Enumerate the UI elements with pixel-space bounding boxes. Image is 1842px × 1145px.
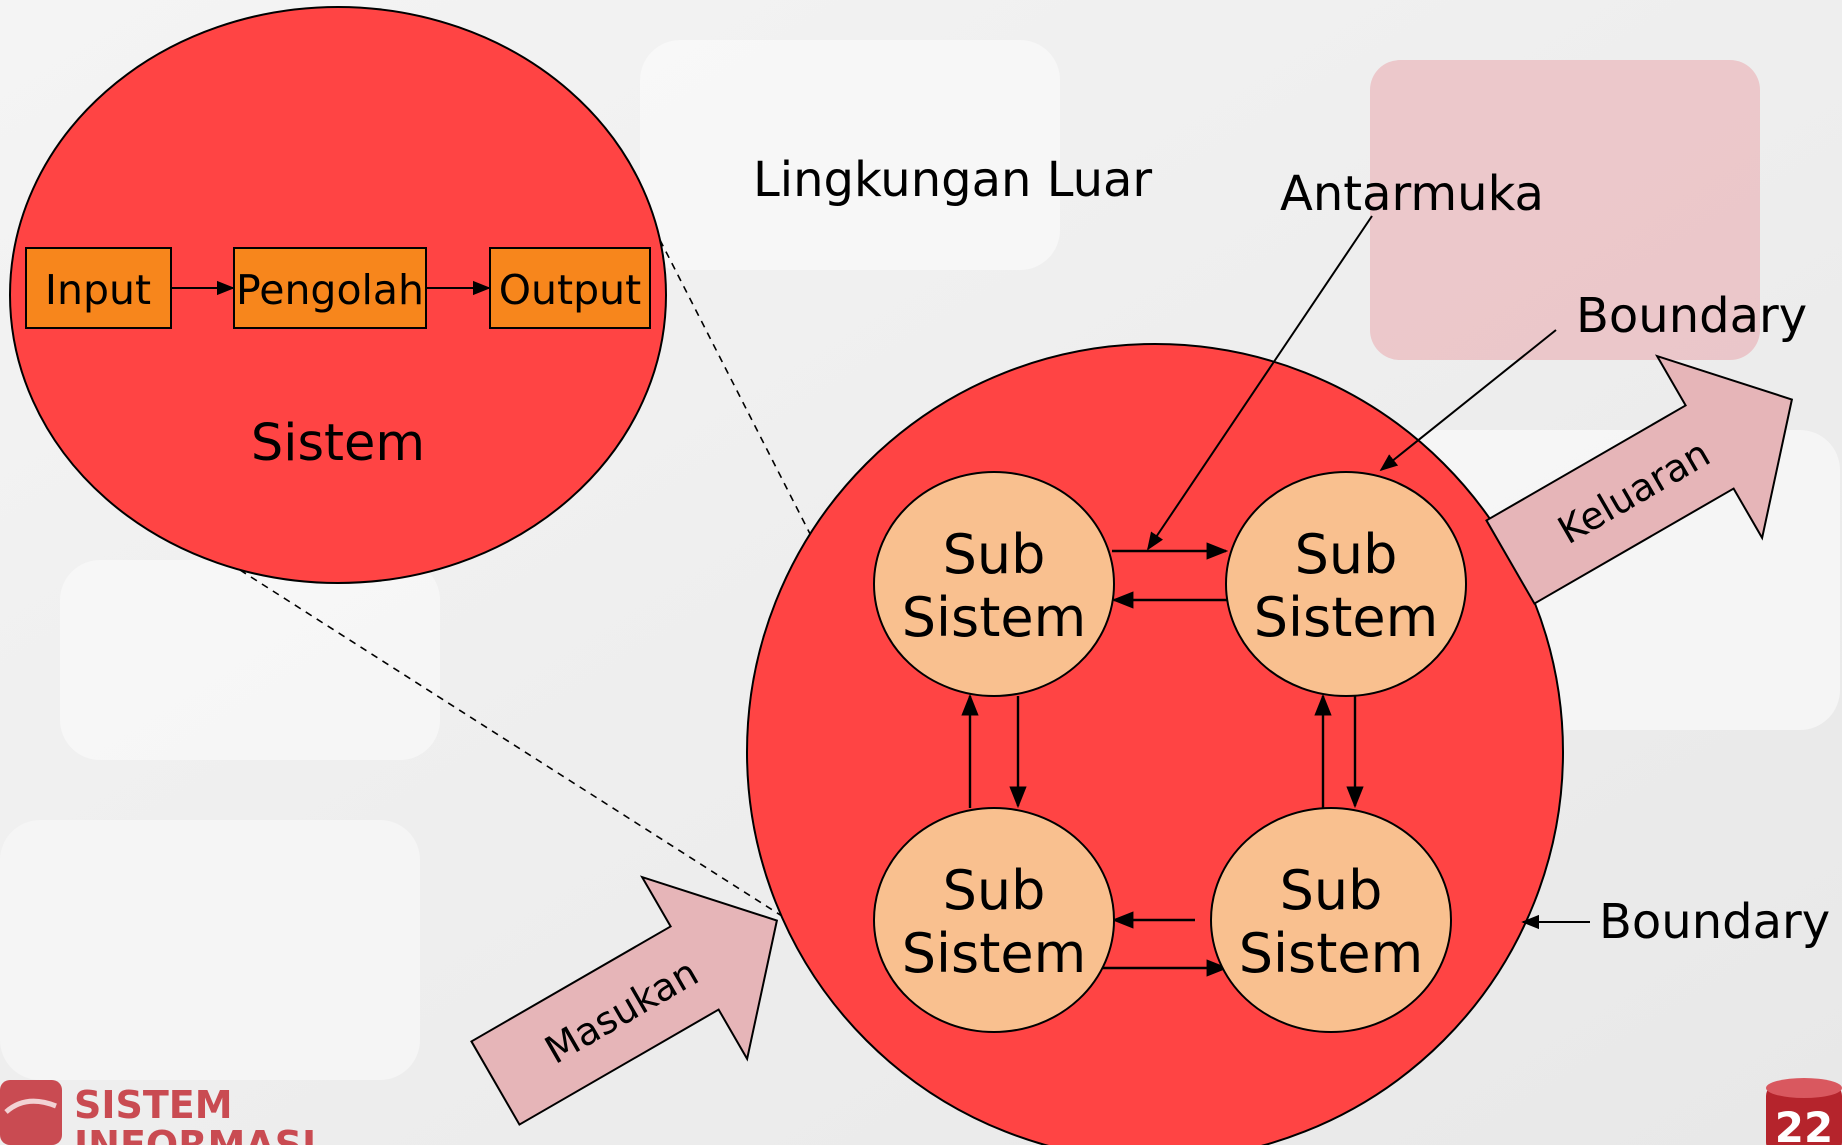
outer-environment-label: Lingkungan Luar — [753, 152, 1152, 208]
subsystem-label-line1: Sub — [943, 523, 1046, 586]
boundary-top-pointer-arrow — [1379, 329, 1557, 472]
system-boundary-circle — [746, 343, 1564, 1145]
subsystem-arrows — [961, 542, 1364, 977]
subsystem-label-line1: Sub — [1280, 859, 1383, 922]
output-label: Output — [499, 266, 641, 314]
logo-line2: INFORMASI — [74, 1123, 316, 1145]
logo-line1: SISTEM — [74, 1083, 233, 1127]
subsystem-label-line1: Sub — [1295, 523, 1398, 586]
subsystem-label-line2: Sistem — [902, 922, 1086, 985]
subsystem-bottom-right: Sub Sistem — [1210, 807, 1452, 1033]
zoomed-system: Input Pengolah Output Sistem — [9, 6, 667, 584]
subsystem-bottom-left: Sub Sistem — [873, 807, 1115, 1033]
boundary-label-right: Boundary — [1599, 894, 1830, 950]
subsystem-label-line1: Sub — [943, 859, 1046, 922]
page-number: 22 — [1775, 1103, 1833, 1145]
interface-pointer-arrow — [1146, 215, 1373, 551]
subsystem-label-line2: Sistem — [1254, 586, 1438, 649]
system-caption: Sistem — [251, 414, 425, 473]
output-box — [489, 247, 651, 329]
boundary-label-top: Boundary — [1576, 288, 1807, 344]
input-box — [25, 247, 172, 329]
background-red-block — [1370, 60, 1760, 360]
subsystem-label-line2: Sistem — [902, 586, 1086, 649]
input-label: Input — [45, 266, 151, 314]
logo: SISTEM INFORMASI — [0, 1080, 316, 1145]
page-number-badge: 22 — [1766, 1078, 1842, 1145]
subsystem-label-line2: Sistem — [1239, 922, 1423, 985]
logo-mark — [0, 1080, 62, 1145]
subsystem-top-left: Sub Sistem — [873, 471, 1115, 697]
interface-label: Antarmuka — [1280, 166, 1544, 222]
process-label: Pengolah — [236, 266, 424, 314]
subsystem-top-right: Sub Sistem — [1225, 471, 1467, 697]
